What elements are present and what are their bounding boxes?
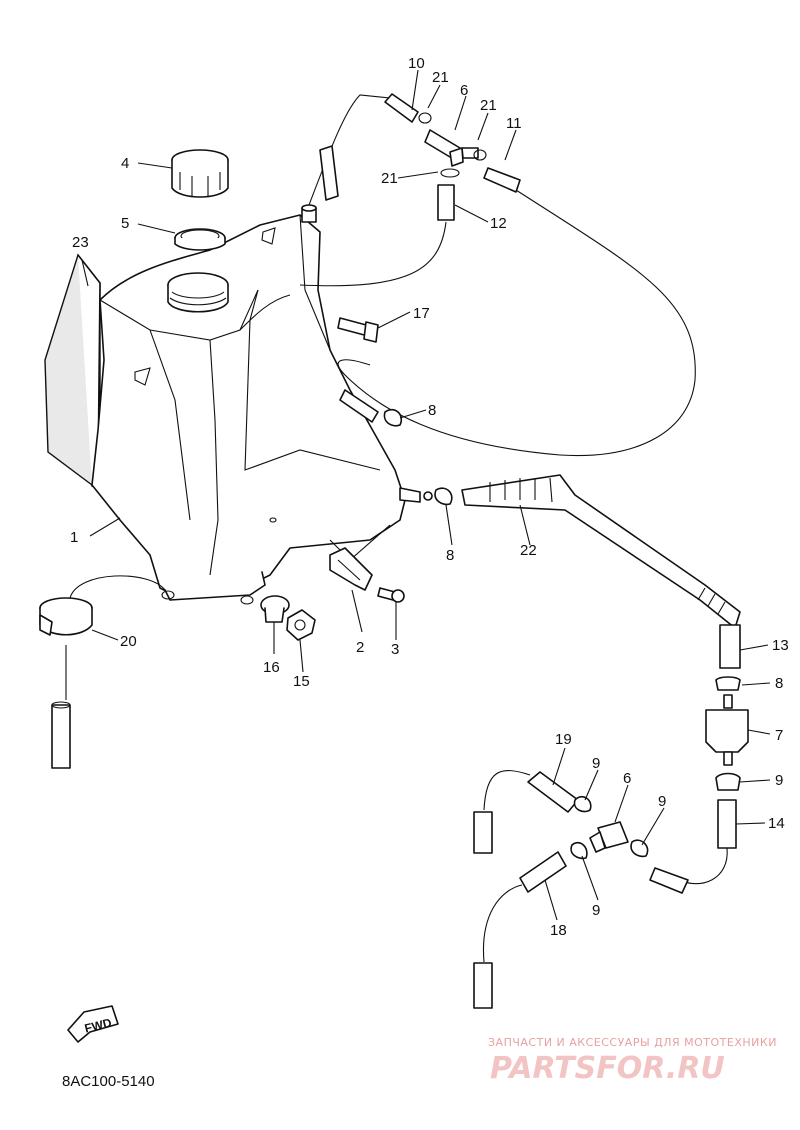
callout-11: 11: [506, 115, 522, 132]
callout-4: 4: [121, 155, 129, 172]
callout-21-a: 21: [432, 69, 449, 86]
callout-9-c: 9: [592, 902, 600, 919]
callout-5: 5: [121, 215, 129, 232]
callout-13: 13: [772, 637, 789, 654]
part-1-fuel-tank: [91, 204, 433, 605]
callout-9-d: 9: [775, 772, 783, 789]
callout-6-lower: 6: [623, 770, 631, 787]
vent-hose-assembly: [299, 93, 696, 457]
part-20-band: [39, 575, 166, 636]
callout-12: 12: [490, 215, 507, 232]
callout-10: 10: [408, 55, 425, 72]
part-15-nut: [286, 609, 316, 641]
callout-leaders: [81, 69, 771, 921]
part-16-damper: [260, 595, 290, 623]
callout-8-middle: 8: [446, 547, 454, 564]
drain-hose: [51, 645, 71, 769]
part-22-fuel-hose: [434, 474, 741, 669]
part-4-fuel-cap: [171, 149, 229, 198]
callout-15: 15: [293, 673, 310, 690]
part-23-side-cover: [44, 253, 101, 487]
callout-20: 20: [120, 633, 137, 650]
callout-8-right: 8: [775, 675, 783, 692]
callout-14: 14: [768, 815, 785, 832]
callout-23: 23: [72, 234, 89, 251]
hose-and-clamp-upper: [339, 389, 403, 427]
watermark-tagline: ЗАПЧАСТИ И АКСЕССУАРЫ ДЛЯ МОТОТЕХНИКИ: [488, 1036, 777, 1049]
callout-22: 22: [520, 542, 537, 559]
callout-1: 1: [70, 529, 78, 546]
callout-3: 3: [391, 641, 399, 658]
part-17-bolt: [337, 317, 379, 343]
watermark-logo: PARTSFOR.RU: [490, 1051, 725, 1086]
lower-hose-set: [473, 770, 689, 1009]
callout-2: 2: [356, 639, 364, 656]
callout-21-c: 21: [381, 170, 398, 187]
callout-8-upper: 8: [428, 402, 436, 419]
callout-17: 17: [413, 305, 430, 322]
part-7-fuel-filter: [679, 676, 749, 885]
callout-labels: 1 2 3 4 5 6 6 7 8 8 8 9 9 9 9 10 11 12 1…: [70, 55, 789, 939]
callout-7: 7: [775, 727, 783, 744]
diagram-code: 8AC100-5140: [62, 1073, 155, 1090]
forward-arrow-icon: FWD: [67, 1005, 119, 1043]
callout-18: 18: [550, 922, 567, 939]
callout-9-a: 9: [592, 755, 600, 772]
part-3-bolt: [377, 587, 405, 603]
callout-16: 16: [263, 659, 280, 676]
callout-19: 19: [555, 731, 572, 748]
callout-9-b: 9: [658, 793, 666, 810]
fwd-label: FWD: [83, 1015, 113, 1035]
part-2-bracket: [329, 547, 373, 591]
callout-6-upper: 6: [460, 82, 468, 99]
watermark: ЗАПЧАСТИ И АКСЕССУАРЫ ДЛЯ МОТОТЕХНИКИ PA…: [488, 1036, 777, 1086]
callout-21-b: 21: [480, 97, 497, 114]
part-5-cap-gasket: [174, 228, 226, 251]
